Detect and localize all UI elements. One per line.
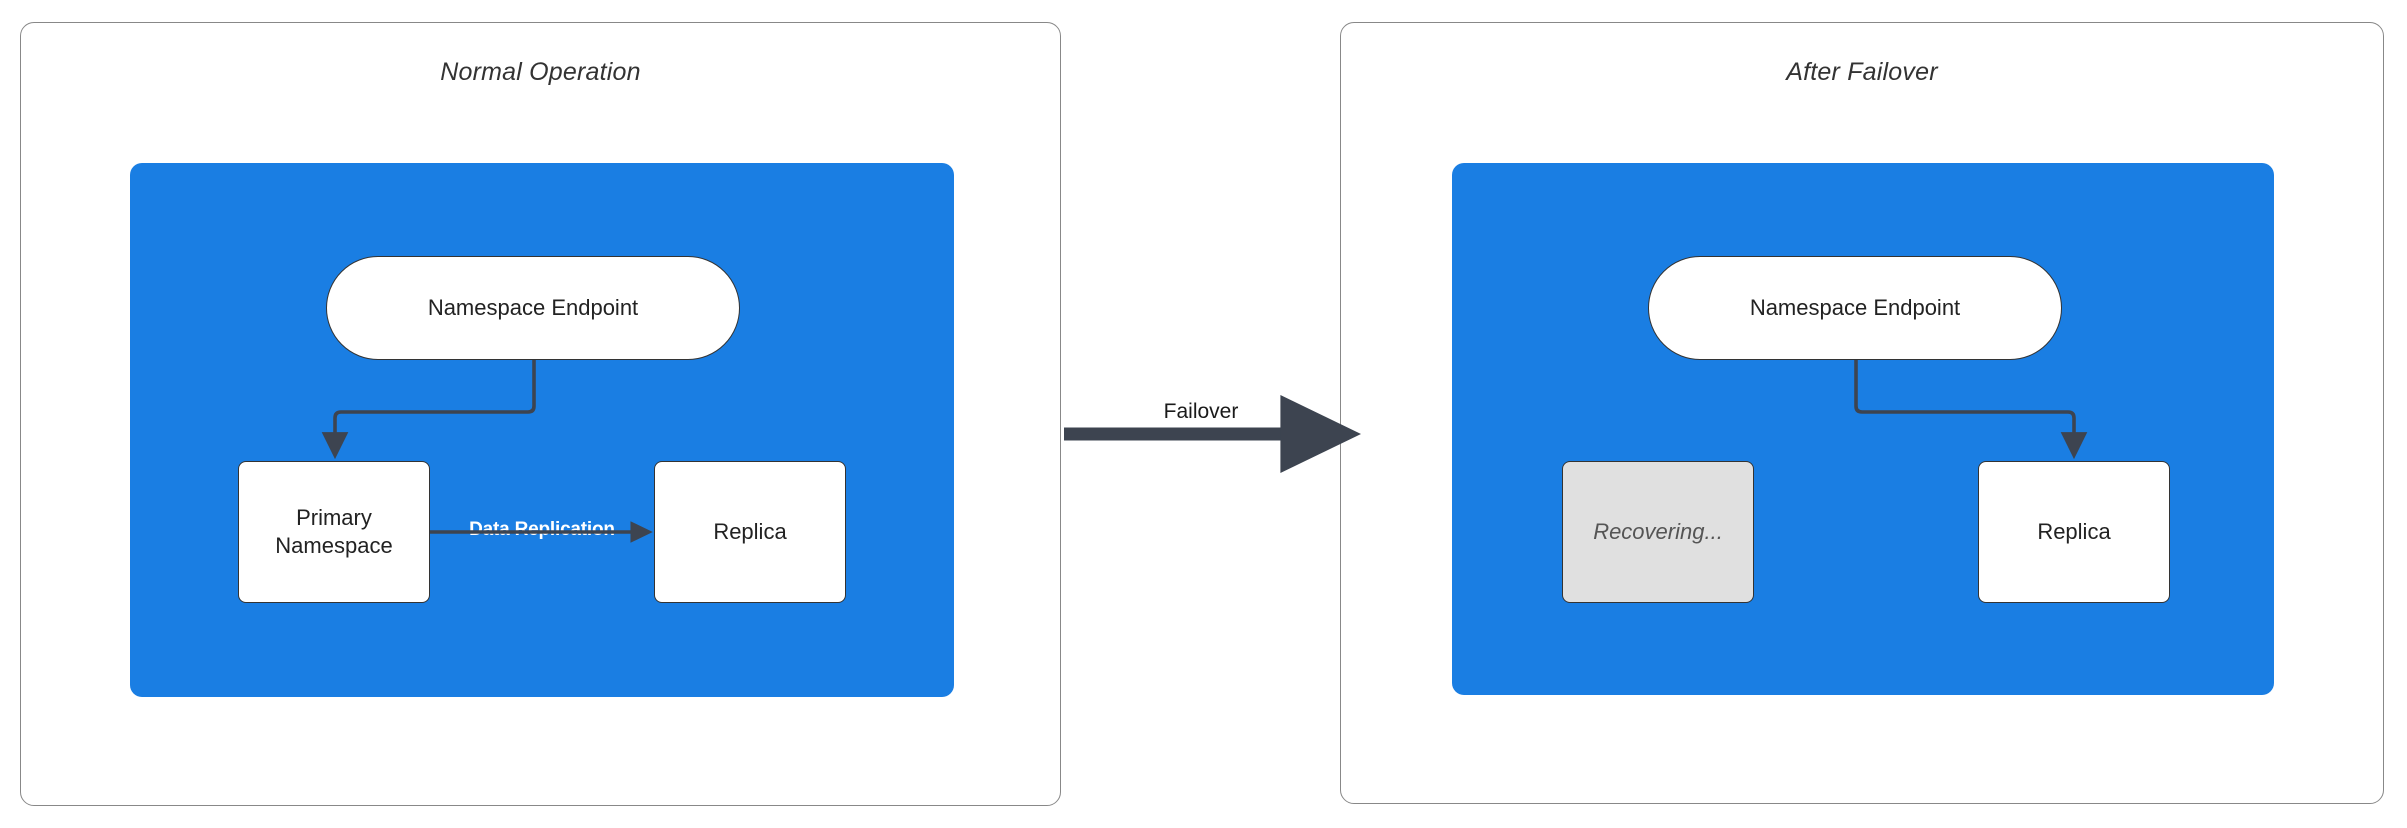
node-label: Namespace Endpoint	[427, 294, 639, 320]
node-label: Replica	[2037, 518, 2111, 544]
region-left-blue	[130, 163, 954, 697]
node-label: Namespace Endpoint	[1749, 294, 1961, 320]
node-namespace-endpoint-left[interactable]: Namespace Endpoint	[326, 256, 740, 360]
panel-left-title: Normal Operation	[440, 58, 641, 86]
node-replica-left[interactable]: Replica	[654, 461, 846, 603]
node-recovering[interactable]: Recovering...	[1562, 461, 1754, 603]
panel-right-title: After Failover	[1786, 58, 1938, 86]
node-label-line2: Namespace	[275, 533, 393, 558]
region-right-blue	[1452, 163, 2274, 695]
node-primary-namespace[interactable]: Primary Namespace	[238, 461, 430, 603]
transition-label-failover: Failover	[1163, 400, 1239, 423]
node-replica-right[interactable]: Replica	[1978, 461, 2170, 603]
node-label: Replica	[713, 518, 787, 544]
node-label-line1: Primary	[296, 504, 372, 530]
node-label: Recovering...	[1593, 518, 1723, 544]
edge-label-data-replication: Data Replication	[469, 519, 615, 540]
node-namespace-endpoint-right[interactable]: Namespace Endpoint	[1648, 256, 2062, 360]
node-label: Primary Namespace	[263, 504, 404, 560]
